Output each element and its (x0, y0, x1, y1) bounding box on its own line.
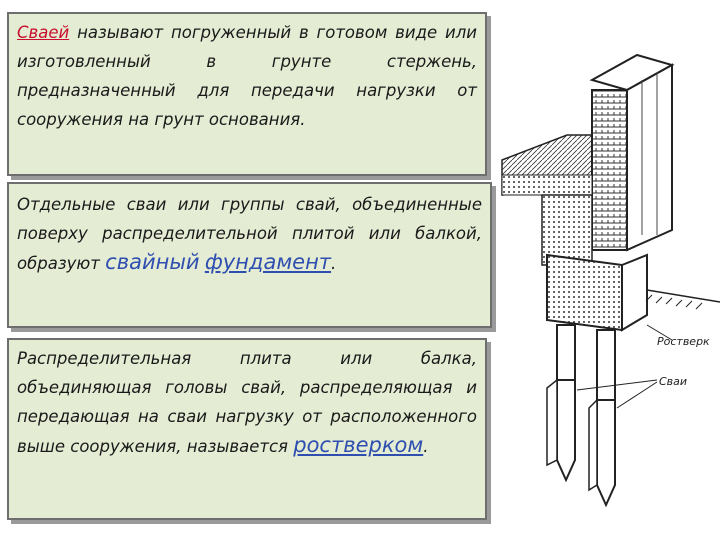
definition-grillage-text: Распределительная плита или балка, объед… (17, 344, 477, 461)
ground-line (646, 289, 720, 303)
term-pile-foundation-1: свайный (105, 250, 200, 274)
definition-pile-text: Сваей называют погруженный в готовом вид… (17, 18, 477, 134)
label-svai: Сваи (659, 375, 687, 388)
label-rostverk: Ростверк (657, 335, 710, 348)
floor-slab (501, 134, 593, 196)
term-pile-foundation-2: фундамент (204, 250, 332, 274)
foundation-wall (541, 194, 593, 266)
leader-rostverk (646, 324, 673, 341)
wall-block (589, 53, 675, 252)
period-3: . (423, 437, 429, 456)
term-pile: Сваей (17, 23, 70, 42)
term-grillage: ростверком (293, 433, 424, 457)
definition-pile-foundation-body: Отдельные сваи или группы свай, объедине… (17, 195, 482, 273)
definition-pile-box: Сваей называют погруженный в готовом вид… (7, 12, 487, 176)
leader-svai-2 (616, 381, 658, 409)
definition-grillage-box: Распределительная плита или балка, объед… (7, 338, 487, 520)
definition-pile-foundation-box: Отдельные сваи или группы свай, объедине… (7, 182, 492, 328)
definition-pile-body: называют погруженный в готовом виде или … (17, 23, 477, 129)
ground-hatch (645, 294, 703, 310)
definition-pile-foundation-text: Отдельные сваи или группы свай, объедине… (17, 190, 482, 278)
pile-1 (546, 324, 576, 483)
grillage (546, 253, 648, 332)
period-2: . (331, 254, 337, 273)
leader-svai-1 (576, 379, 658, 391)
pile-2 (588, 329, 616, 508)
definition-grillage-body: Распределительная плита или балка, объед… (17, 349, 477, 456)
pile-foundation-diagram: Ростверк Сваи (501, 53, 720, 508)
